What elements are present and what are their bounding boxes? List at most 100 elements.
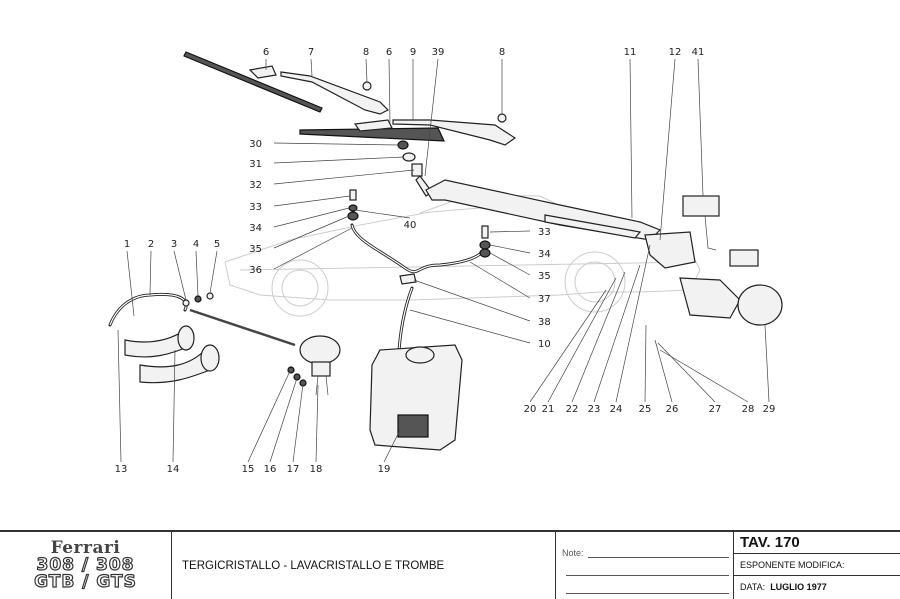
callout-31: 31 (249, 159, 262, 170)
callout-25: 25 (639, 404, 652, 415)
leader-line (209, 250, 218, 294)
callout-26: 26 (666, 404, 679, 415)
leader-line (659, 349, 749, 403)
motor-bracket (644, 231, 696, 269)
leader-line (383, 429, 401, 463)
callout-27: 27 (709, 404, 722, 415)
callout-10: 10 (538, 339, 551, 350)
drawing-title: TERGICRISTALLO - LAVACRISTALLO E TROMBE (172, 532, 556, 599)
callout-18: 18 (310, 464, 323, 475)
callout-15: 15 (242, 464, 255, 475)
callout-14: 14 (167, 464, 180, 475)
callout-4: 4 (193, 239, 199, 250)
callout-22: 22 (566, 404, 579, 415)
leader-line (469, 261, 531, 299)
callout-35: 35 (249, 244, 262, 255)
revision-label: ESPONENTE MODIFICA: (740, 559, 845, 570)
leader-line (195, 250, 199, 297)
leader-line (269, 377, 298, 463)
leader-line (571, 271, 626, 403)
wiper-arm-left (280, 71, 390, 115)
leader-line (764, 324, 770, 403)
leader-line (173, 250, 187, 301)
callout-2: 2 (148, 239, 154, 250)
leader-line (593, 264, 641, 403)
note-line (566, 583, 729, 594)
leader-line (247, 370, 291, 463)
leader-line (273, 142, 399, 146)
wiper-blade-left (183, 51, 323, 113)
callout-28: 28 (742, 404, 755, 415)
callout-21: 21 (542, 404, 555, 415)
leader-line (292, 383, 304, 463)
callout-20: 20 (524, 404, 537, 415)
callout-29: 29 (763, 404, 776, 415)
callout-33: 33 (249, 202, 262, 213)
model-top: 308 / 308 (36, 555, 135, 575)
callout-41: 41 (692, 47, 705, 58)
notes-area: Note: (556, 532, 734, 599)
callout-19: 19 (378, 464, 391, 475)
leader-line (149, 250, 152, 296)
callout-38: 38 (538, 317, 551, 328)
leader-line (697, 58, 704, 197)
leader-line (273, 215, 350, 249)
leader-line (273, 207, 350, 228)
leader-line (315, 384, 319, 463)
table-info: TAV. 170 ESPONENTE MODIFICA: DATA: LUGLI… (734, 532, 900, 599)
washer-reservoir (369, 344, 463, 451)
leader-line (409, 309, 531, 344)
callout-9: 9 (410, 47, 416, 58)
callout-5: 5 (214, 239, 220, 250)
leader-line (489, 244, 531, 254)
washer-jet-fittings (347, 189, 491, 285)
callout-17: 17 (287, 464, 300, 475)
leader-line (657, 342, 716, 403)
leader-line (273, 195, 351, 207)
callout-39: 39 (432, 47, 445, 58)
wiper-blade-right (299, 119, 445, 142)
callout-6: 6 (263, 47, 269, 58)
callout-8: 8 (499, 47, 505, 58)
callout-12: 12 (669, 47, 682, 58)
leader-line (489, 252, 531, 276)
brand-logo: Ferrari 308 / 308 GTB / GTS (0, 532, 172, 599)
callout-35: 35 (538, 271, 551, 282)
leader-line (365, 58, 368, 83)
note-line (566, 565, 729, 576)
callout-40: 40 (404, 220, 417, 231)
callout-32: 32 (249, 180, 262, 191)
leader-line (547, 277, 617, 403)
callout-30: 30 (249, 139, 262, 150)
callout-8: 8 (363, 47, 369, 58)
model-bottom: GTB / GTS (34, 572, 137, 592)
leader-line (489, 230, 531, 233)
leader-line (273, 227, 353, 270)
leader-line (273, 156, 405, 164)
table-number: TAV. 170 (740, 534, 800, 551)
callout-33: 33 (538, 227, 551, 238)
date-label: DATA: (740, 582, 766, 592)
leader-line (659, 58, 676, 241)
callout-6: 6 (386, 47, 392, 58)
wiper-motor (679, 249, 783, 326)
brand-name: Ferrari (50, 538, 121, 558)
date-value: LUGLIO 1977 (770, 582, 827, 592)
callout-13: 13 (115, 464, 128, 475)
leader-line (310, 58, 313, 77)
title-block: Ferrari 308 / 308 GTB / GTS TERGICRISTAL… (0, 530, 900, 599)
leader-line (413, 279, 531, 322)
leader-line (388, 58, 391, 125)
note-label: Note: (562, 548, 584, 558)
callout-16: 16 (264, 464, 277, 475)
callout-3: 3 (171, 239, 177, 250)
callout-11: 11 (624, 47, 637, 58)
callout-37: 37 (538, 294, 551, 305)
leader-line (615, 244, 651, 403)
callout-7: 7 (308, 47, 314, 58)
callout-34: 34 (249, 223, 262, 234)
wiper-arm-right (392, 113, 517, 146)
leader-line (629, 58, 633, 219)
